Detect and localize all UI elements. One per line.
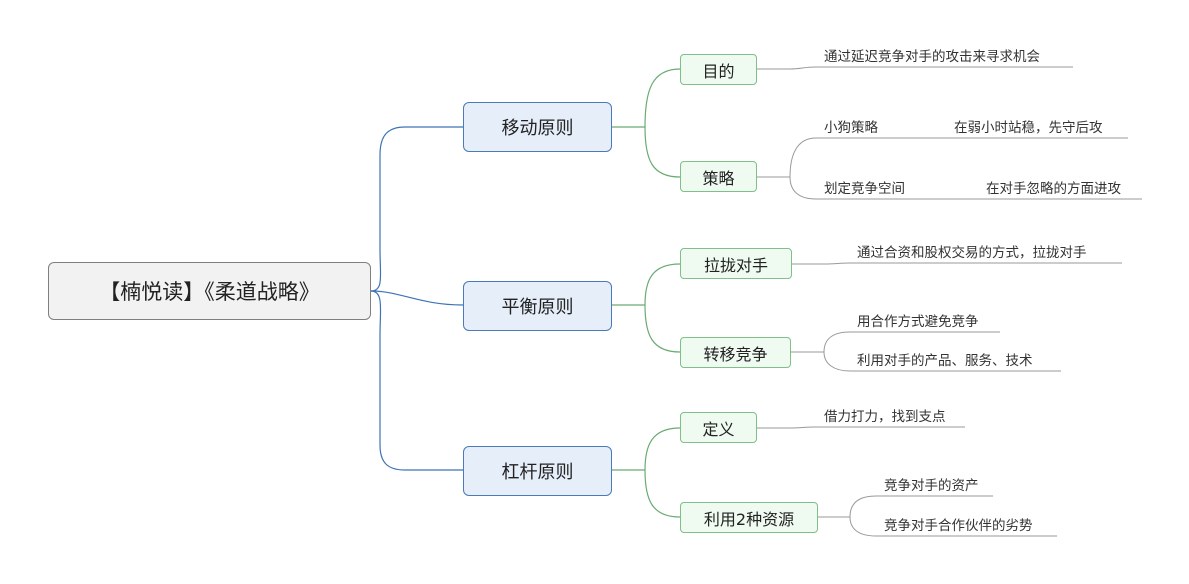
subtopic-draw-rivals[interactable]: 拉拢对手 [680, 248, 792, 279]
leaf-leverage-definition[interactable]: 借力打力，找到支点 [824, 409, 946, 425]
subtopic-two-resources[interactable]: 利用2种资源 [680, 502, 818, 533]
subtopic-label: 目的 [702, 61, 735, 81]
subtopic-label: 策略 [702, 168, 735, 188]
leaf-goal[interactable]: 通过延迟竞争对手的攻击来寻求机会 [824, 49, 1040, 65]
root-topic-label: 【楠悦读】《柔道战略》 [99, 280, 320, 304]
subtopic-label: 转移竞争 [703, 344, 768, 364]
leaf-puppy-strategy[interactable]: 小狗策略 [824, 120, 878, 136]
connector-b1-strategy [644, 126, 681, 178]
subtopic-label: 拉拢对手 [703, 255, 768, 275]
leaf-line-coop [791, 331, 1000, 353]
branch-label: 平衡原则 [501, 297, 574, 318]
connector-root-branch-1 [370, 126, 463, 292]
leaf-line-define [757, 426, 965, 429]
connector-b1-target [612, 68, 681, 128]
leaf-define-space-detail[interactable]: 在对手忽略的方面进攻 [986, 181, 1121, 197]
connector-b2-draw [612, 263, 681, 306]
subtopic-shift-competition[interactable]: 转移竞争 [680, 337, 791, 368]
subtopic-definition[interactable]: 定义 [680, 412, 757, 443]
leaf-connectors [757, 66, 1142, 537]
leaf-partner-weakness[interactable]: 竞争对手合作伙伴的劣势 [884, 518, 1033, 534]
leaf-line-partners [849, 516, 1057, 537]
branch-leverage-principle[interactable]: 杠杆原则 [463, 446, 612, 496]
branch-movement-principle[interactable]: 移动原则 [463, 102, 612, 152]
root-connectors [370, 126, 464, 471]
leaf-define-space[interactable]: 划定竞争空间 [824, 181, 905, 197]
leaf-line-use [823, 351, 1061, 372]
subtopic-label: 利用2种资源 [703, 509, 795, 529]
leaf-line-draw [792, 262, 1122, 265]
subtopic-strategy[interactable]: 策略 [680, 161, 757, 192]
subtopic-goal[interactable]: 目的 [680, 54, 757, 85]
subtopic-label: 定义 [702, 419, 735, 439]
connector-b2-shift [644, 304, 681, 353]
leaf-puppy-strategy-detail[interactable]: 在弱小时站稳，先守后攻 [954, 120, 1103, 136]
connector-b3-define [612, 427, 681, 471]
connector-b3-resources [644, 469, 681, 518]
leaf-cooperate[interactable]: 用合作方式避免竞争 [857, 314, 979, 330]
branch-connectors [612, 68, 681, 518]
branch-label: 杠杆原则 [501, 462, 574, 483]
root-topic[interactable]: 【楠悦读】《柔道战略》 [48, 262, 371, 320]
connector-root-branch-2 [370, 290, 464, 306]
leaf-use-rival-assets[interactable]: 利用对手的产品、服务、技术 [857, 353, 1033, 369]
leaf-line-goal [757, 66, 1073, 70]
leaf-rival-assets[interactable]: 竞争对手的资产 [884, 478, 979, 494]
connector-root-branch-3 [370, 290, 463, 471]
leaf-line-space [789, 176, 960, 200]
leaf-line-puppy [757, 137, 940, 178]
branch-label: 移动原则 [501, 118, 574, 139]
leaf-draw-rivals[interactable]: 通过合资和股权交易的方式，拉拢对手 [857, 245, 1087, 261]
branch-balance-principle[interactable]: 平衡原则 [463, 281, 612, 331]
leaf-line-assets [818, 495, 993, 518]
